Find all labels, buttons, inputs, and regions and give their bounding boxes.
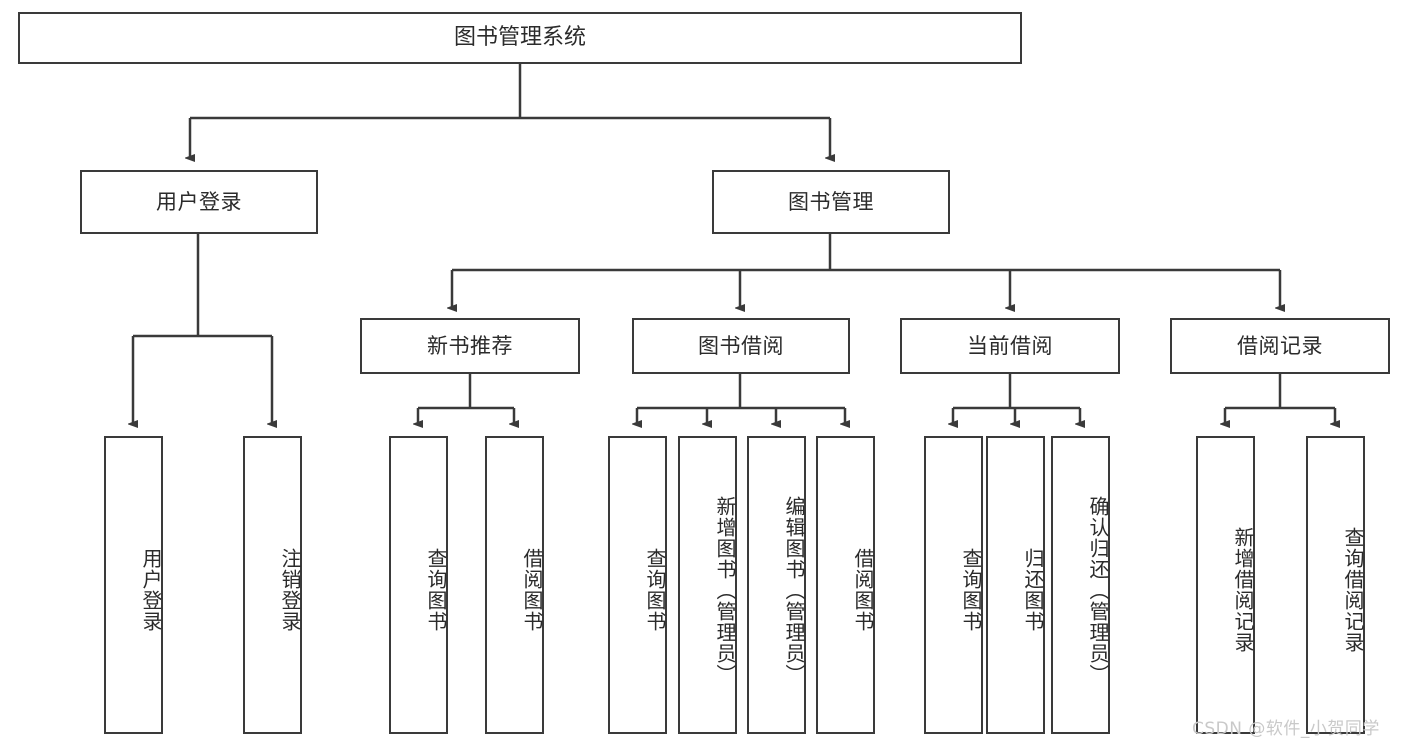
leaf-record-add-record[interactable]: 新增借阅记录 <box>1196 436 1255 734</box>
leaf-label: 归还图书 <box>1021 548 1045 632</box>
leaf-label: 查询借阅记录 <box>1341 527 1365 653</box>
node-new-book-recommend[interactable]: 新书推荐 <box>360 318 580 374</box>
leaf-borrow-borrow-book[interactable]: 借阅图书 <box>816 436 875 734</box>
leaf-current-confirm-return-admin[interactable]: 确认归还（管理员） <box>1051 436 1110 734</box>
leaf-current-return-book[interactable]: 归还图书 <box>986 436 1045 734</box>
leaf-recommend-query-book[interactable]: 查询图书 <box>389 436 448 734</box>
node-user-login[interactable]: 用户登录 <box>80 170 318 234</box>
leaf-label: 查询图书 <box>424 548 448 632</box>
node-root[interactable]: 图书管理系统 <box>18 12 1022 64</box>
leaf-borrow-add-book-admin[interactable]: 新增图书（管理员） <box>678 436 737 734</box>
leaf-recommend-borrow-book[interactable]: 借阅图书 <box>485 436 544 734</box>
leaf-current-query-book[interactable]: 查询图书 <box>924 436 983 734</box>
node-root-label: 图书管理系统 <box>453 25 586 51</box>
node-book-borrow-label: 图书借阅 <box>698 333 784 358</box>
leaf-label: 借阅图书 <box>851 548 875 632</box>
watermark: CSDN @软件_小贺同学 <box>1192 719 1380 739</box>
leaf-label: 确认归还（管理员） <box>1086 495 1110 685</box>
leaf-label: 编辑图书（管理员） <box>782 495 806 685</box>
leaf-label: 查询图书 <box>643 548 667 632</box>
leaf-label: 借阅图书 <box>520 548 544 632</box>
leaf-borrow-query-book[interactable]: 查询图书 <box>608 436 667 734</box>
node-user-login-label: 用户登录 <box>156 189 242 214</box>
leaf-record-query-record[interactable]: 查询借阅记录 <box>1306 436 1365 734</box>
node-book-borrow[interactable]: 图书借阅 <box>632 318 850 374</box>
node-book-management[interactable]: 图书管理 <box>712 170 950 234</box>
node-book-management-label: 图书管理 <box>788 189 874 214</box>
node-borrow-record-label: 借阅记录 <box>1237 333 1323 358</box>
leaf-label: 用户登录 <box>139 548 163 632</box>
leaf-user-login-logout[interactable]: 注销登录 <box>243 436 302 734</box>
leaf-label: 新增图书（管理员） <box>713 495 737 685</box>
leaf-label: 查询图书 <box>959 548 983 632</box>
leaf-user-login-login[interactable]: 用户登录 <box>104 436 163 734</box>
node-current-borrow-label: 当前借阅 <box>967 333 1053 358</box>
leaf-label: 新增借阅记录 <box>1231 527 1255 653</box>
node-borrow-record[interactable]: 借阅记录 <box>1170 318 1390 374</box>
node-new-book-recommend-label: 新书推荐 <box>427 333 513 358</box>
leaf-borrow-edit-book-admin[interactable]: 编辑图书（管理员） <box>747 436 806 734</box>
leaf-label: 注销登录 <box>278 548 302 632</box>
node-current-borrow[interactable]: 当前借阅 <box>900 318 1120 374</box>
